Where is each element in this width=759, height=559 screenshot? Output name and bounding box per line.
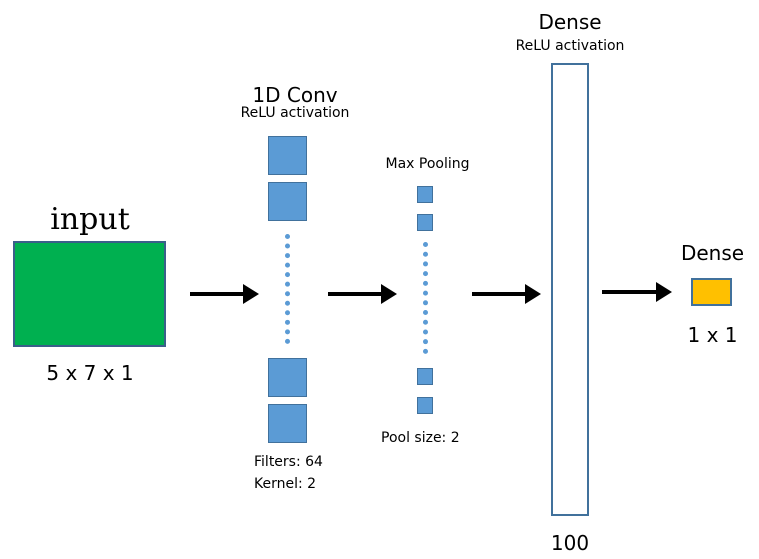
arrow-input-to-conv <box>190 284 259 304</box>
dense2-output-block <box>691 278 732 306</box>
pool-ellipsis-dots <box>423 242 428 354</box>
dense1-block <box>551 63 589 516</box>
pool-box-2 <box>417 214 433 231</box>
dense1-units-label: 100 <box>550 531 590 555</box>
dense1-title: Dense <box>538 10 602 34</box>
pool-box-4 <box>417 397 433 414</box>
conv-ellipsis-dots <box>285 234 290 344</box>
arrow-conv-to-pool <box>328 284 397 304</box>
pool-size-label: Pool size: 2 <box>381 430 460 446</box>
arrow-dense-to-output <box>602 282 672 302</box>
conv-filter-box-1 <box>268 136 307 175</box>
conv-kernel-label: Kernel: 2 <box>254 476 317 492</box>
pool-box-1 <box>417 186 433 203</box>
dense1-activation: ReLU activation <box>515 38 625 54</box>
dense2-title: Dense <box>680 241 745 265</box>
conv-activation: ReLU activation <box>240 105 350 121</box>
input-shape-label: 5 x 7 x 1 <box>46 361 134 385</box>
conv-filter-box-4 <box>268 404 307 443</box>
conv-filter-box-3 <box>268 358 307 397</box>
dense2-shape-label: 1 x 1 <box>687 323 738 347</box>
conv-title: 1D Conv <box>252 83 338 107</box>
conv-filter-box-2 <box>268 182 307 221</box>
arrow-pool-to-dense <box>472 284 541 304</box>
conv-filters-label: Filters: 64 <box>254 454 323 470</box>
input-title: input <box>50 202 130 237</box>
input-block <box>13 241 166 347</box>
pool-box-3 <box>417 368 433 385</box>
pool-title: Max Pooling <box>385 156 470 172</box>
